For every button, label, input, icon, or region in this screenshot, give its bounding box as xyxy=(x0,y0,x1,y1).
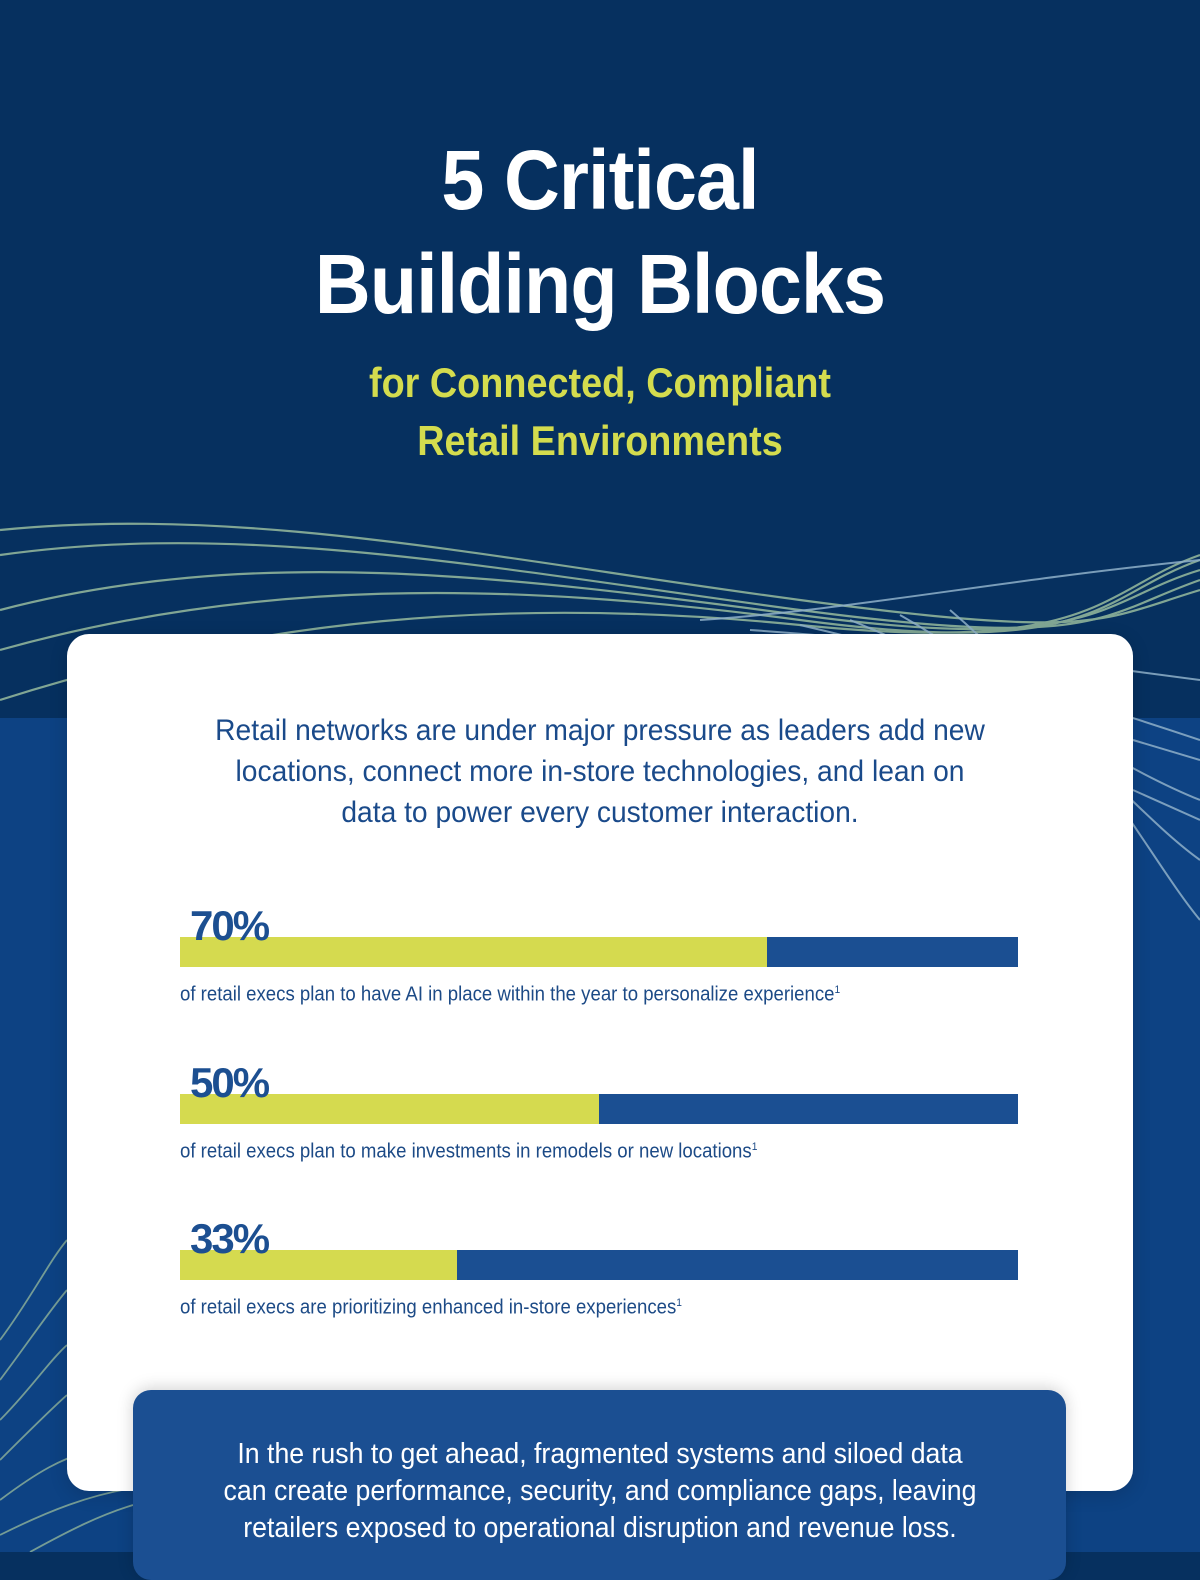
footnote-marker: 1 xyxy=(676,1297,682,1309)
stat-description-text: of retail execs are prioritizing enhance… xyxy=(180,1296,677,1319)
intro-line-1: Retail networks are under major pressure… xyxy=(215,714,985,747)
intro-line-2: locations, connect more in-store technol… xyxy=(235,755,965,788)
title-line-2: Building Blocks xyxy=(314,237,886,331)
progress-bar-fill xyxy=(180,937,767,967)
stat-description: of retail execs are prioritizing enhance… xyxy=(180,1290,682,1321)
progress-bar xyxy=(180,1250,1018,1280)
callout-line-3: retailers exposed to operational disrupt… xyxy=(243,1512,957,1544)
progress-bar xyxy=(180,1094,1018,1124)
stat-description-text: of retail execs plan to make investments… xyxy=(180,1140,752,1163)
footnote-marker: 1 xyxy=(751,1141,758,1153)
stat-description: of retail execs plan to have AI in place… xyxy=(180,977,840,1008)
progress-bar-fill xyxy=(180,1094,599,1124)
footnote-marker: 1 xyxy=(834,984,841,996)
stat-value: 70% xyxy=(190,902,270,949)
content-card xyxy=(67,634,1133,1491)
page-title: 5 Critical Building Blocks xyxy=(48,128,1152,336)
progress-bar-fill xyxy=(180,1250,457,1280)
callout-line-2: can create performance, security, and co… xyxy=(223,1475,977,1507)
stat-value: 50% xyxy=(190,1059,270,1106)
progress-bar xyxy=(180,937,1018,967)
page-subtitle: for Connected, Compliant Retail Environm… xyxy=(60,354,1140,470)
callout-box xyxy=(133,1390,1066,1580)
stat-description-text: of retail execs plan to have AI in place… xyxy=(180,983,835,1006)
subtitle-line-2: Retail Environments xyxy=(417,417,783,464)
intro-paragraph: Retail networks are under major pressure… xyxy=(139,710,1060,833)
intro-line-3: data to power every customer interaction… xyxy=(341,796,859,829)
title-line-1: 5 Critical xyxy=(441,133,759,227)
subtitle-line-1: for Connected, Compliant xyxy=(368,359,832,406)
callout-text: In the rush to get ahead, fragmented sys… xyxy=(48,1436,1152,1547)
callout-line-1: In the rush to get ahead, fragmented sys… xyxy=(237,1438,963,1470)
stat-value: 33% xyxy=(190,1215,270,1262)
stat-description: of retail execs plan to make investments… xyxy=(180,1134,757,1165)
